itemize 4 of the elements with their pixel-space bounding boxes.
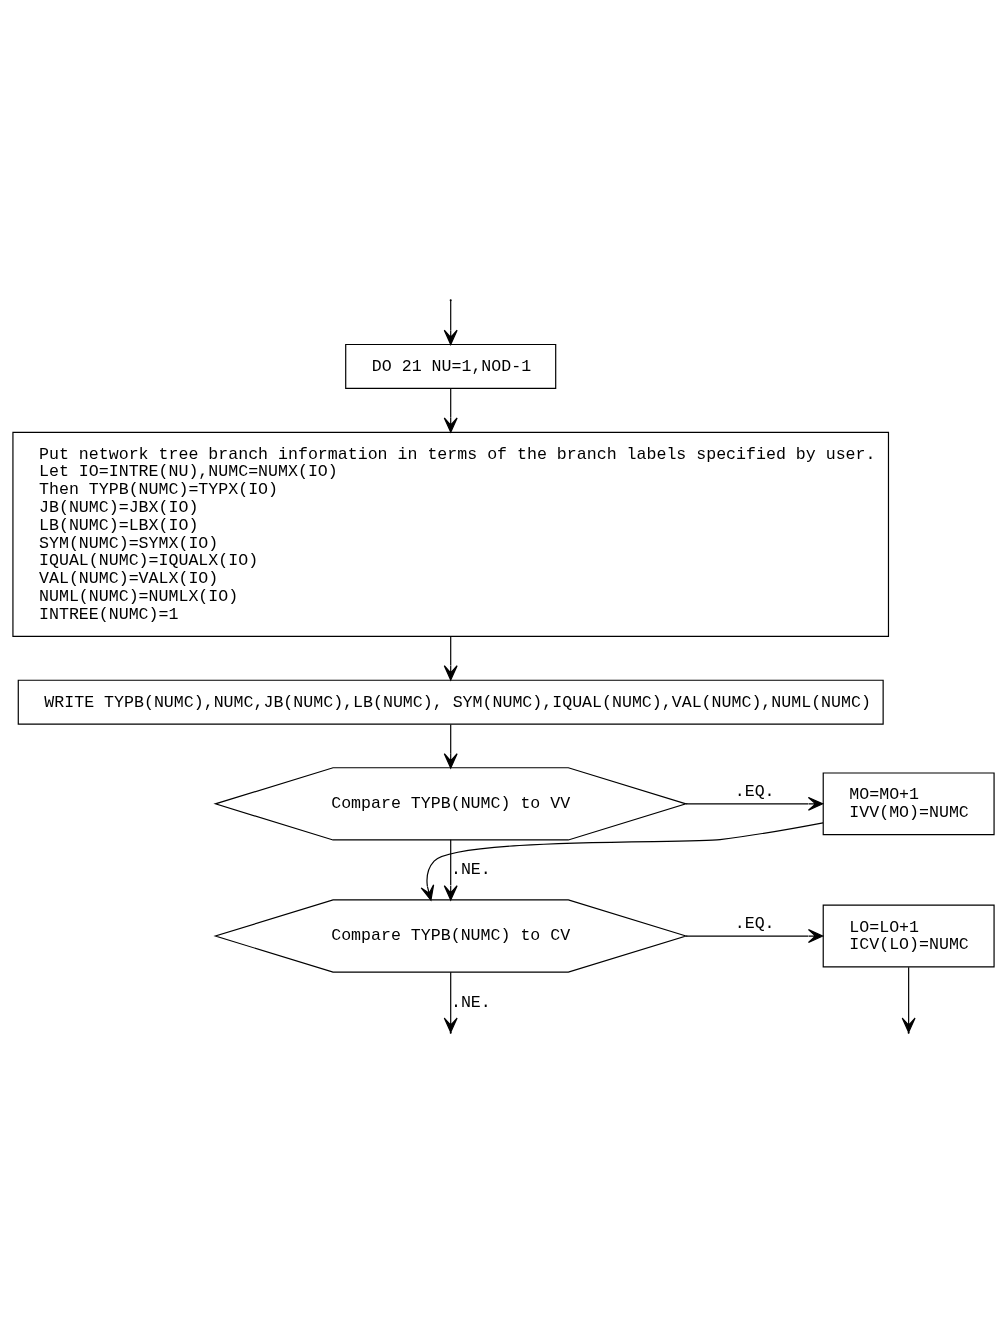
edge-label: .NE. xyxy=(450,859,491,879)
edge-label: .EQ. xyxy=(734,781,775,801)
edge-label: .EQ. xyxy=(734,913,775,933)
edge-label: .NE. xyxy=(450,992,491,1012)
